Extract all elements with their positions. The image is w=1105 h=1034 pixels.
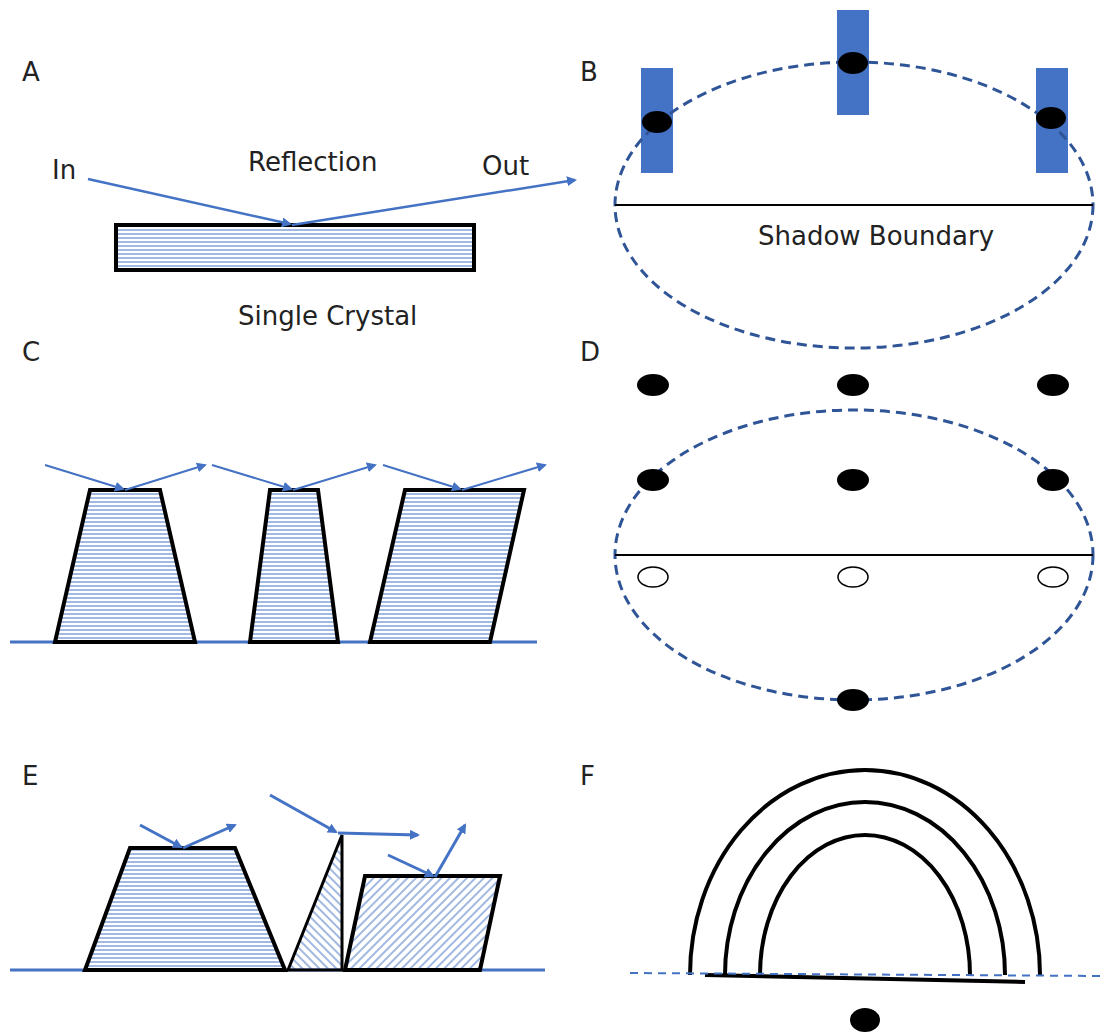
- panel-letter: C: [22, 338, 40, 368]
- boundary-label: Shadow Boundary: [758, 222, 994, 252]
- panel-c: [10, 465, 545, 642]
- beam-label: Reflection: [248, 148, 377, 178]
- beam-label: In: [52, 156, 76, 186]
- panel-e: [10, 795, 545, 970]
- panel-letter: F: [580, 762, 595, 792]
- panel-letter: B: [580, 58, 598, 88]
- panel-letter: A: [22, 58, 40, 88]
- panel-b: [615, 10, 1093, 348]
- panel-a: [88, 179, 575, 270]
- panel-f: [630, 770, 1105, 1032]
- beam-label: Out: [482, 152, 529, 182]
- panel-letter: E: [22, 762, 38, 792]
- panel-letter: D: [580, 338, 600, 368]
- panel-d: [615, 374, 1093, 711]
- sample-label: Single Crystal: [238, 302, 417, 332]
